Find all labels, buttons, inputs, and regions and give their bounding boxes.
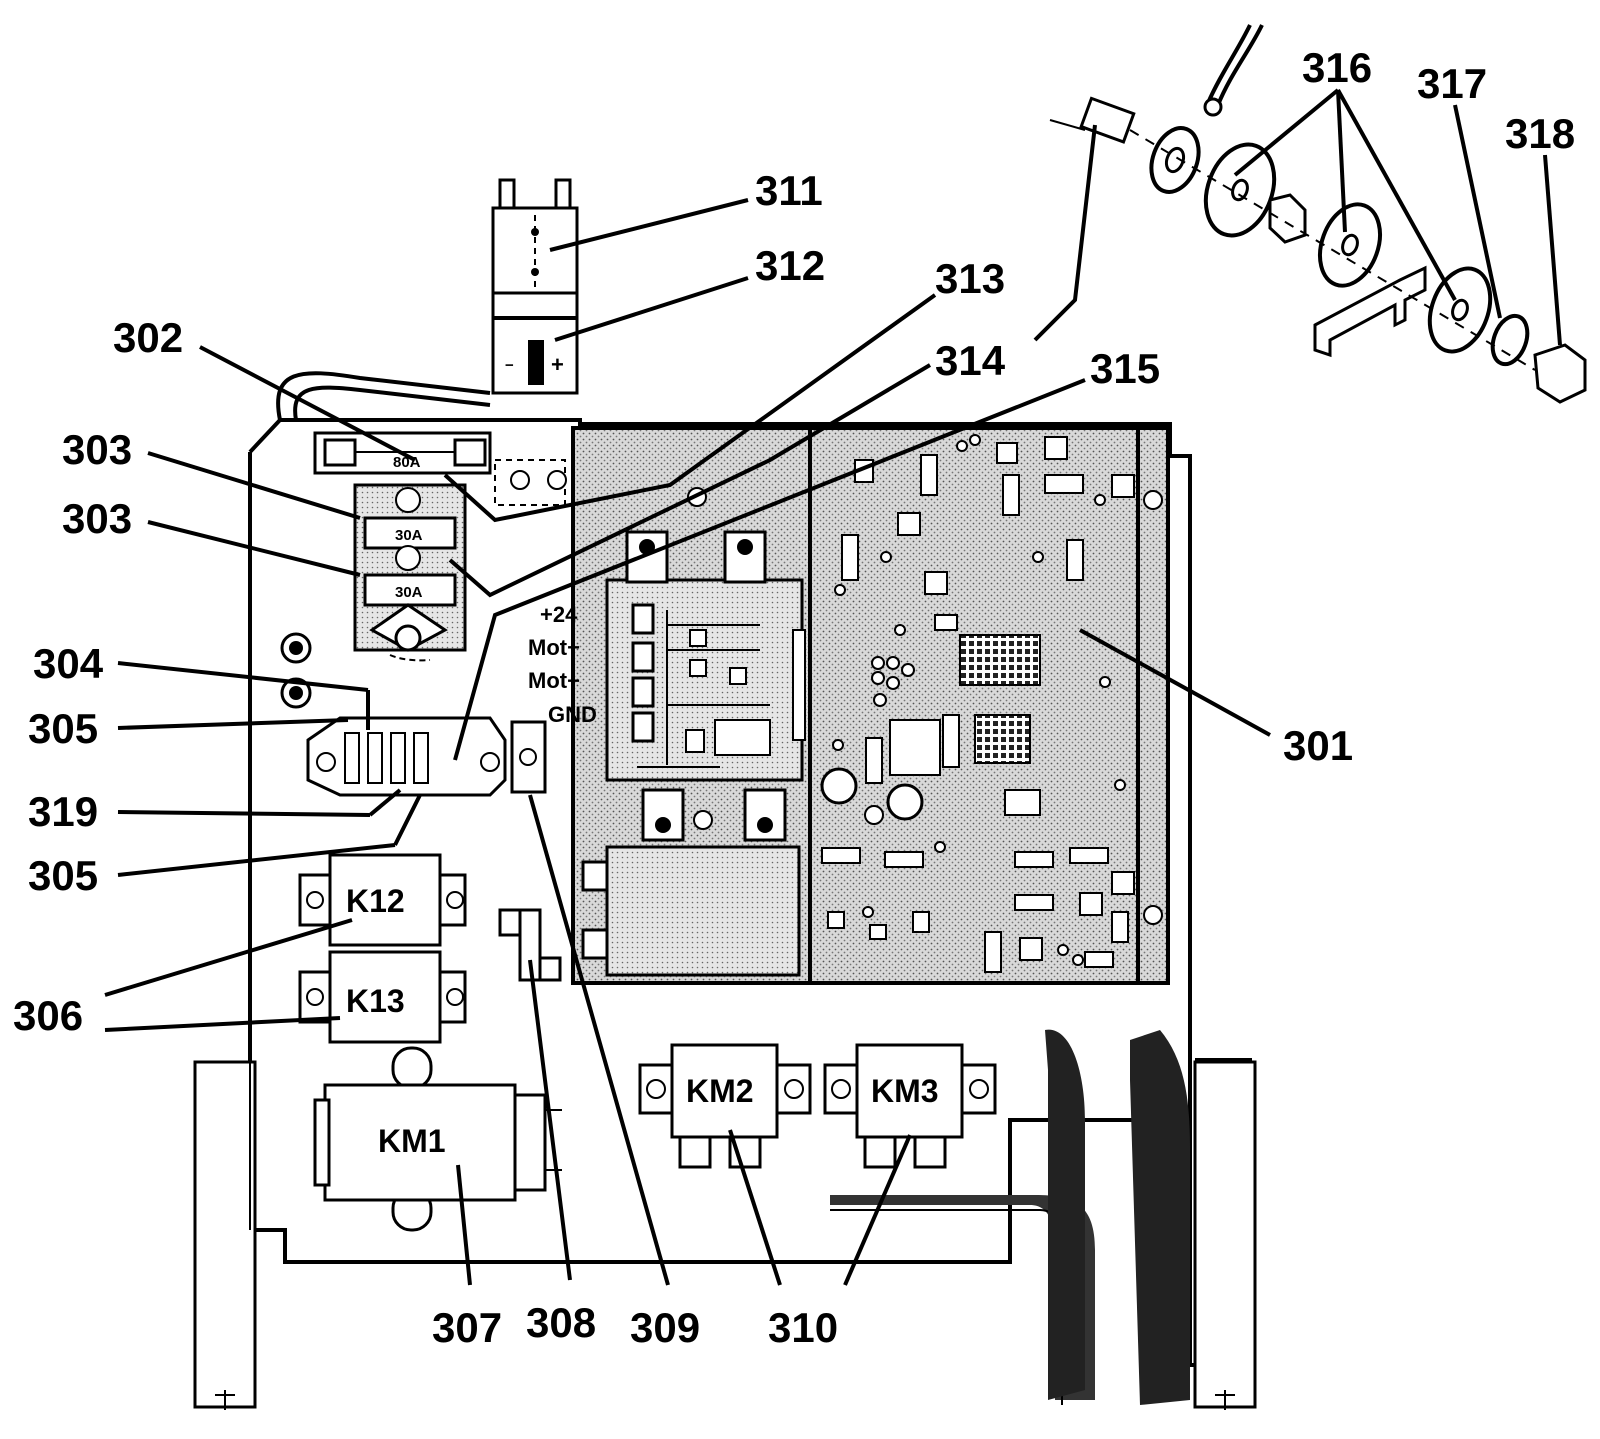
relay-k12: K12 bbox=[298, 853, 467, 947]
connector-plus-mark: + bbox=[551, 352, 564, 377]
terminal-strip bbox=[306, 716, 547, 797]
connector-minus-mark: − bbox=[505, 357, 514, 374]
km3-label: KM3 bbox=[871, 1073, 939, 1109]
contactor-km3: KM3 bbox=[823, 1043, 997, 1169]
callout-313: 313 bbox=[935, 255, 1005, 302]
contactor-km1: KM1 bbox=[313, 1046, 562, 1232]
callout-304: 304 bbox=[33, 640, 104, 687]
main-fuse: 80A bbox=[313, 431, 492, 475]
km1-label: KM1 bbox=[378, 1123, 446, 1159]
callout-314: 314 bbox=[935, 337, 1006, 384]
callout-307: 307 bbox=[432, 1304, 502, 1351]
callout-315: 315 bbox=[1090, 345, 1160, 392]
leader-lines bbox=[104, 88, 1562, 1286]
callout-309: 309 bbox=[630, 1304, 700, 1351]
km2-label: KM2 bbox=[686, 1073, 754, 1109]
fuse-30a-label-1: 30A bbox=[395, 527, 423, 544]
callout-317: 317 bbox=[1417, 60, 1487, 107]
cable-bundle bbox=[830, 1029, 1190, 1405]
k13-label: K13 bbox=[346, 983, 405, 1019]
fuse-30a-label-2: 30A bbox=[395, 584, 423, 601]
callout-303-a: 303 bbox=[62, 426, 132, 473]
label-gnd: GND bbox=[548, 702, 597, 727]
callout-303-b: 303 bbox=[62, 495, 132, 542]
callout-316: 316 bbox=[1302, 44, 1372, 91]
callout-311: 311 bbox=[755, 167, 823, 214]
callout-305-a: 305 bbox=[28, 705, 98, 752]
callout-312: 312 bbox=[755, 242, 825, 289]
callout-310: 310 bbox=[768, 1304, 838, 1351]
label-mot-minus: Mot− bbox=[528, 668, 580, 693]
bracket-308 bbox=[498, 908, 562, 982]
pcb-board bbox=[571, 426, 1170, 985]
k12-label: K12 bbox=[346, 883, 405, 919]
battery-connector: − + bbox=[276, 178, 579, 506]
fuse-holder: 30A 30A bbox=[353, 483, 467, 662]
contactor-km2: KM2 bbox=[638, 1043, 812, 1169]
callout-301: 301 bbox=[1283, 722, 1353, 769]
label-plus24: +24 bbox=[540, 602, 578, 627]
callout-308: 308 bbox=[526, 1299, 596, 1346]
callout-306: 306 bbox=[13, 992, 83, 1039]
label-mot-plus: Mot+ bbox=[528, 635, 580, 660]
board-terminal-labels: +24 Mot+ Mot− GND bbox=[528, 602, 597, 727]
knobs bbox=[280, 632, 312, 709]
callout-305-b: 305 bbox=[28, 852, 98, 899]
callout-318: 318 bbox=[1505, 110, 1575, 157]
callout-319: 319 bbox=[28, 788, 98, 835]
chassis-frame bbox=[193, 418, 1257, 1410]
callouts: 302 303 303 304 305 319 305 306 307 308 … bbox=[13, 44, 1575, 1351]
exploded-hardware bbox=[1049, 24, 1587, 404]
callout-302: 302 bbox=[113, 314, 183, 361]
relay-k13: K13 bbox=[298, 950, 467, 1044]
